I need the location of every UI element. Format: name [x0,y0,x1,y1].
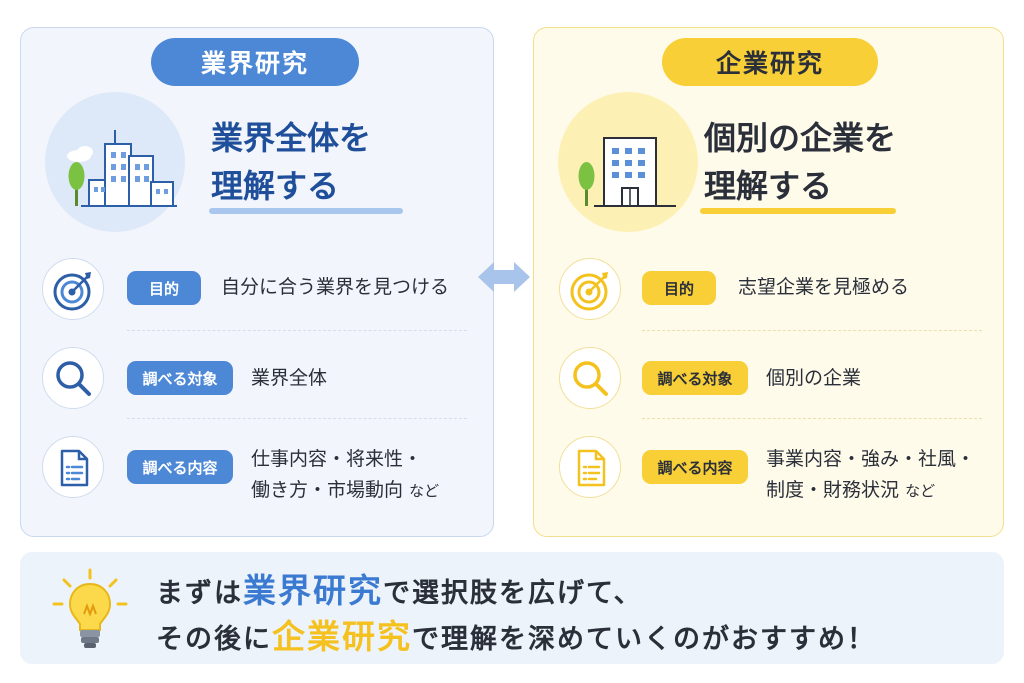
industry-headline-line2: 理解する [211,167,340,205]
company-row3-text: 事業内容・強み・社風・ 制度・財務状況 など [766,444,975,507]
company-row1-label: 目的 [642,271,716,305]
industry-badge: 業界研究 [151,38,359,86]
company-headline: 個別の企業を 理解する [704,114,896,210]
magnifier-icon [42,347,104,409]
company-row2-text: 個別の企業 [766,367,862,389]
target-icon [42,258,104,320]
industry-row3-text-line1: 仕事内容・将来性・ [251,448,423,470]
company-headline-line2: 理解する [704,167,833,205]
advice-line2-highlight: 企業研究 [272,617,412,656]
company-row2-label: 調べる対象 [642,361,748,395]
industry-research-panel: 業界研究 [20,27,494,537]
double-arrow-icon [478,262,530,292]
industry-row3-suffix: など [409,482,440,500]
document-icon [42,436,104,498]
office-building-icon [558,92,698,232]
divider [642,418,982,419]
advice-line1-pre: まずは [156,578,243,609]
divider [642,330,982,331]
lightbulb-icon [52,568,128,648]
target-icon [559,258,621,320]
industry-headline: 業界全体を 理解する [211,114,371,210]
industry-row3-text: 仕事内容・将来性・ 働き方・市場動向 など [251,444,439,507]
company-research-panel: 企業研究 個別の企業を 理解する 目的 志望企 [533,27,1004,537]
industry-row2-label: 調べる対象 [127,361,233,395]
industry-row1-text: 自分に合う業界を見つける [221,276,450,298]
industry-row3-label: 調べる内容 [127,450,233,484]
divider [127,418,467,419]
city-buildings-icon [45,92,185,232]
advice-line1: まずは業界研究で選択肢を広げて、 [156,564,643,612]
magnifier-icon [559,347,621,409]
advice-line1-post: で選択肢を広げて、 [383,578,643,609]
industry-headline-line1: 業界全体を [211,119,372,157]
industry-headline-underline [209,208,403,214]
divider [127,330,467,331]
company-row3-label: 調べる内容 [642,450,748,484]
advice-line1-highlight: 業界研究 [243,571,383,610]
company-headline-line1: 個別の企業を [704,119,897,157]
company-headline-underline [700,208,896,214]
document-icon [559,436,621,498]
industry-row1-label: 目的 [127,271,201,305]
company-row3-text-line1: 事業内容・強み・社風・ [766,448,976,470]
industry-row2-text: 業界全体 [251,367,328,389]
advice-line2-post: で理解を深めていくのがおすすめ！ [412,624,876,655]
advice-line2-pre: その後に [156,624,272,655]
company-row1-text: 志望企業を見極める [738,276,910,298]
industry-row3-text-line2: 働き方・市場動向 など [251,475,439,507]
company-badge: 企業研究 [662,38,878,86]
advice-box: まずは業界研究で選択肢を広げて、 その後に企業研究で理解を深めていくのがおすすめ… [20,552,1004,664]
advice-line2: その後に企業研究で理解を深めていくのがおすすめ！ [156,610,876,658]
company-row3-suffix: など [905,482,936,500]
company-row3-text-main: 制度・財務状況 [766,479,900,501]
company-row3-text-line2: 制度・財務状況 など [766,475,975,507]
industry-row3-text-main: 働き方・市場動向 [251,479,404,501]
